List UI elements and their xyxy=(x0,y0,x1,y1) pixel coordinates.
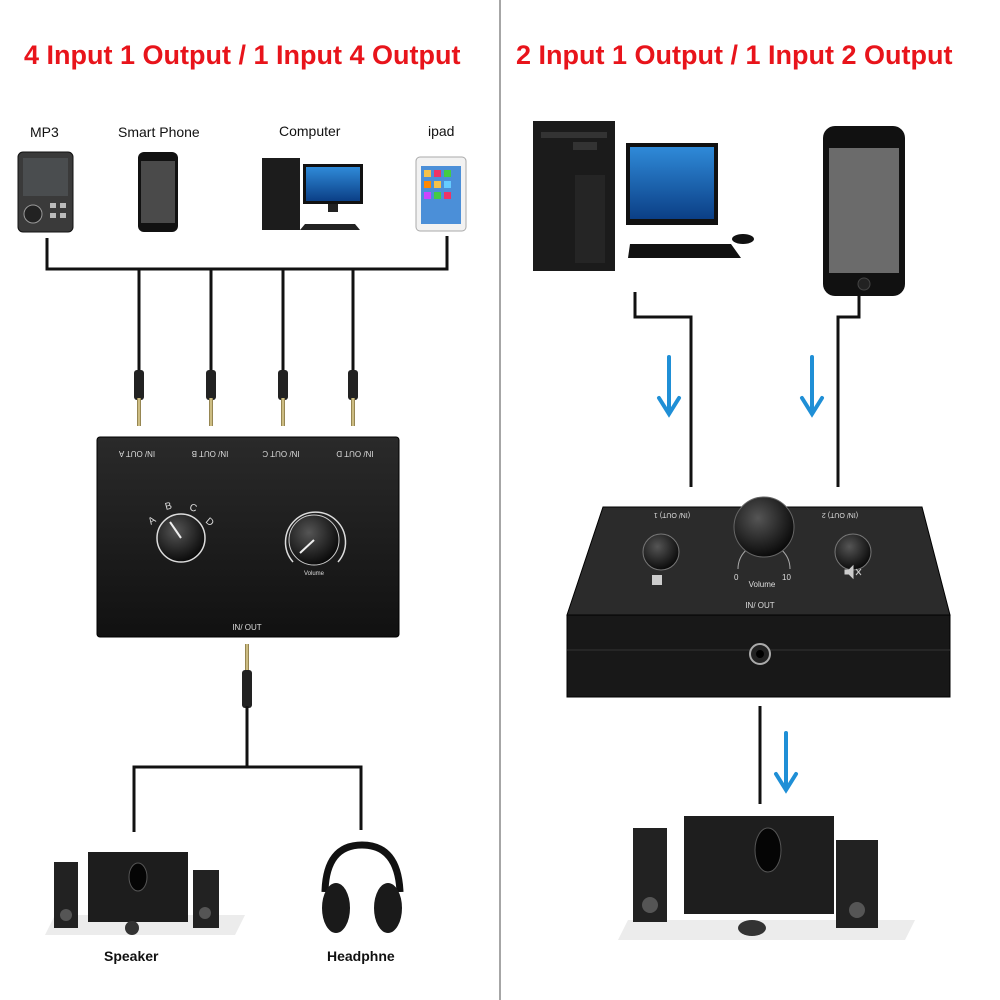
computer-icon xyxy=(262,158,363,230)
desktop-computer-icon xyxy=(533,121,754,271)
left-title: 4 Input 1 Output / 1 Input 4 Output xyxy=(24,40,461,70)
tablet-icon xyxy=(415,156,467,232)
port-label-b: IN/ OUT B xyxy=(192,449,229,458)
switch-box-2-way: (IN/ OUT) 1 (IN/ OUT) 2 0 10 Volume IN/ … xyxy=(566,496,951,698)
device-label-ipad: ipad xyxy=(428,123,455,139)
port-label-c: IN/ OUT C xyxy=(262,449,299,458)
iphone-icon xyxy=(823,126,905,296)
jack-plug-b xyxy=(206,370,216,426)
mute-icon xyxy=(844,564,862,580)
input-bus-lines xyxy=(45,236,449,372)
volume-arc xyxy=(284,511,347,563)
bottom-port-label: IN/ OUT xyxy=(232,623,261,632)
volume-label-left: Volume xyxy=(304,571,325,577)
switch-box-4-way: IN/ OUT A IN/ OUT B IN/ OUT C IN/ OUT D … xyxy=(96,436,400,638)
selector-letter-b: B xyxy=(164,500,174,512)
jack-plug-c xyxy=(278,370,288,426)
arrow-icon-input-2 xyxy=(800,355,824,418)
jack-plug-d xyxy=(348,370,358,426)
volume-min: 0 xyxy=(734,573,739,582)
front-port-label: IN/ OUT xyxy=(745,601,774,610)
output-label-headphone: Headphne xyxy=(327,948,395,964)
output-bus-lines xyxy=(132,706,363,832)
device-label-computer: Computer xyxy=(279,123,341,139)
right-title: 2 Input 1 Output / 1 Input 2 Output xyxy=(516,40,953,70)
jack-plug-output xyxy=(242,644,252,708)
device-label-smartphone: Smart Phone xyxy=(118,124,200,140)
speaker-set-icon xyxy=(45,852,245,935)
port-label-1: (IN/ OUT) 1 xyxy=(654,511,690,518)
output-label-speaker: Speaker xyxy=(104,948,159,964)
arrow-icon-output xyxy=(774,731,798,794)
port-label-a: IN/ OUT A xyxy=(118,449,155,458)
right-input-lines xyxy=(633,292,861,804)
input-select-button xyxy=(642,533,680,571)
device-label-mp3: MP3 xyxy=(30,124,59,140)
arrow-icon-input-1 xyxy=(657,355,681,418)
volume-knob-large xyxy=(733,496,795,558)
speaker-set-icon-right xyxy=(618,816,915,940)
mute-button xyxy=(834,533,872,571)
smartphone-icon xyxy=(138,152,178,232)
volume-max: 10 xyxy=(782,573,791,582)
volume-label-right: Volume xyxy=(749,580,776,589)
selector-letter-c: C xyxy=(188,502,198,514)
mp3-player-icon xyxy=(17,151,74,233)
port-label-2: (IN/ OUT) 2 xyxy=(822,511,858,518)
headphone-icon xyxy=(321,841,404,933)
jack-plug-a xyxy=(134,370,144,426)
port-label-d: IN/ OUT D xyxy=(336,449,373,458)
